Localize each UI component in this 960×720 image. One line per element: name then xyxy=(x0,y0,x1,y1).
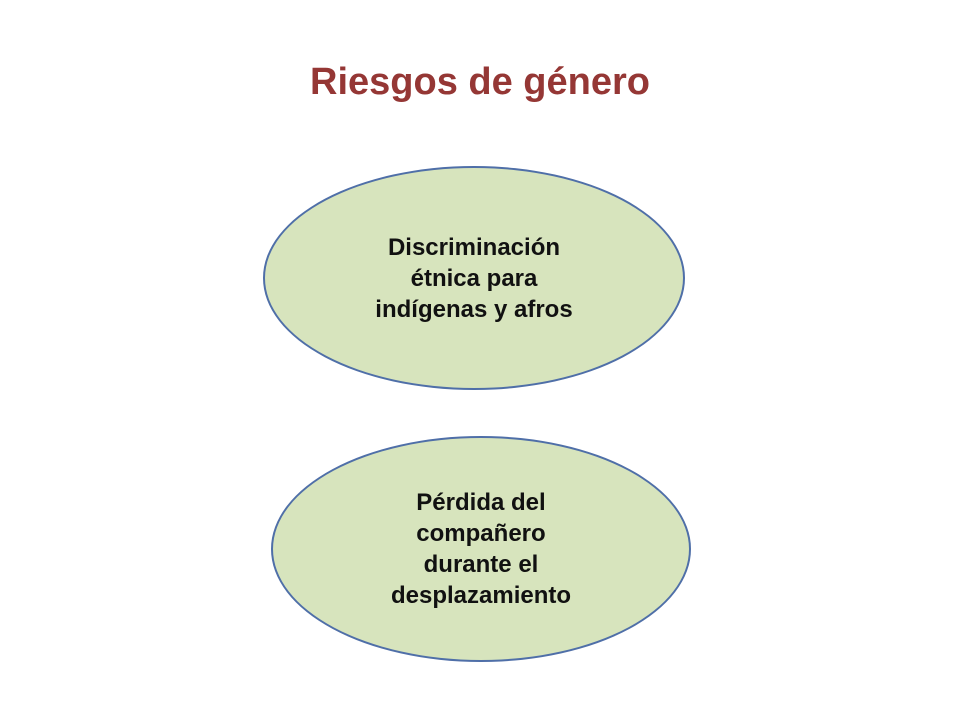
risk-oval-label: Pérdida del compañero durante el desplaz… xyxy=(390,489,572,609)
risk-oval-label: Discriminación étnica para indígenas y a… xyxy=(375,233,573,323)
risk-oval-partner-loss: Pérdida del compañero durante el desplaz… xyxy=(271,436,691,662)
risk-oval-ethnic-discrimination: Discriminación étnica para indígenas y a… xyxy=(263,166,685,390)
slide-title: Riesgos de género xyxy=(310,61,650,103)
